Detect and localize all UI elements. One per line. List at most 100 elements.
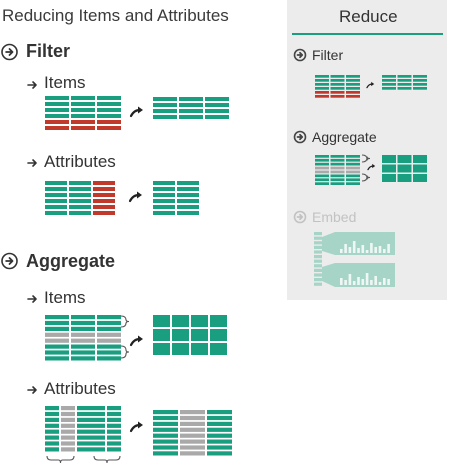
table-cell <box>397 155 412 163</box>
bracket-icon <box>361 173 371 182</box>
curved-arrow-icon <box>371 81 375 87</box>
table-cell <box>93 211 115 215</box>
embed-bar <box>365 273 369 285</box>
embed-bar <box>352 281 356 285</box>
circle-arrow-icon <box>5 48 14 56</box>
table-cell <box>69 199 91 203</box>
table-cell <box>346 91 360 94</box>
table-cell <box>45 199 67 203</box>
table-cell <box>207 433 232 438</box>
table-cell <box>413 164 427 173</box>
table-cell <box>346 178 360 182</box>
table-cell <box>210 315 227 327</box>
table-cell <box>93 181 115 185</box>
table-cell <box>207 451 232 456</box>
curved-arrow-icon <box>138 421 143 429</box>
table-cell <box>153 421 178 426</box>
table-cell <box>61 411 75 417</box>
embed-bar <box>340 278 343 285</box>
table-cell <box>45 406 59 411</box>
table-cell <box>153 439 178 444</box>
table-cell <box>314 245 322 249</box>
table-cell <box>314 273 322 277</box>
table-cell <box>330 155 345 158</box>
embed-bar <box>365 250 369 253</box>
bracket-icon <box>120 345 130 359</box>
circle-arrow-icon <box>293 210 307 224</box>
small-arrow-icon <box>27 386 37 394</box>
table-cell <box>71 338 95 343</box>
embed-bar <box>344 244 347 253</box>
table-cell <box>315 182 329 185</box>
bracket-icon <box>361 154 371 163</box>
table-cell <box>177 199 199 203</box>
filter-heading: Filter <box>26 41 71 61</box>
table-cell <box>61 447 75 452</box>
embed-bar <box>387 279 390 285</box>
table-cell <box>91 435 105 440</box>
table-cell <box>91 441 105 446</box>
table-cell <box>346 182 360 185</box>
table-cell <box>330 83 345 86</box>
table-cell <box>191 343 208 355</box>
table-cell <box>97 114 121 118</box>
table-cell <box>153 433 178 438</box>
table-cell <box>107 406 121 411</box>
table-cell <box>346 87 360 90</box>
table-cell <box>45 447 59 452</box>
table-cell <box>97 96 121 100</box>
table-cell <box>180 445 205 450</box>
table-cell <box>107 429 121 434</box>
table-cell <box>179 103 203 107</box>
table-cell <box>61 423 75 428</box>
table-cell <box>205 109 229 113</box>
table-cell <box>177 181 199 185</box>
embed-bar <box>357 248 360 253</box>
aggregate-items-label: Items <box>44 288 86 307</box>
table-cell <box>397 174 412 182</box>
table-cell <box>153 187 175 191</box>
table-cell <box>71 96 95 100</box>
table-cell <box>153 415 178 421</box>
small-arrow-icon <box>27 81 37 89</box>
reduce-heading: Reduce <box>339 7 398 26</box>
table-cell <box>330 158 345 162</box>
table-cell <box>153 181 175 185</box>
table-cell <box>346 166 360 170</box>
filter-attributes-label: Attributes <box>44 152 116 171</box>
table-cell <box>69 187 91 191</box>
table-cell <box>153 103 177 107</box>
table-cell <box>45 315 69 320</box>
table-cell <box>330 95 345 98</box>
table-cell <box>97 326 121 331</box>
table-cell <box>153 343 170 355</box>
table-cell <box>153 109 177 113</box>
table-cell <box>45 181 67 185</box>
table-cell <box>97 320 121 326</box>
table-cell <box>45 205 67 209</box>
table-cell <box>330 75 345 78</box>
table-cell <box>45 344 69 349</box>
table-cell <box>207 427 232 432</box>
table-cell <box>205 97 229 101</box>
table-cell <box>97 338 121 343</box>
table-cell <box>71 126 95 130</box>
table-cell <box>413 79 427 82</box>
table-cell <box>45 435 59 440</box>
table-cell <box>180 415 205 421</box>
table-cell <box>382 174 396 182</box>
table-cell <box>346 83 360 86</box>
table-cell <box>172 329 189 341</box>
table-cell <box>97 350 121 355</box>
table-cell <box>153 199 175 203</box>
table-cell <box>382 75 396 78</box>
embed-bar <box>383 278 386 285</box>
table-cell <box>315 83 329 86</box>
embed-bar <box>352 241 356 253</box>
table-cell <box>77 429 91 434</box>
table-cell <box>93 199 115 203</box>
sidebar-embed-label: Embed <box>312 209 357 225</box>
table-cell <box>153 329 170 341</box>
embed-bar <box>383 249 386 253</box>
table-cell <box>330 182 345 185</box>
